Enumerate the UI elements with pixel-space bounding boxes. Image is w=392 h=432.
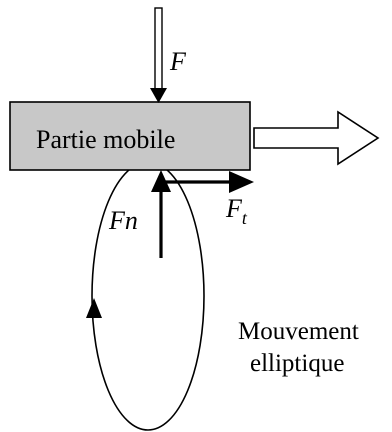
force-Ft-label: Ft [225, 194, 248, 228]
force-Ft-arrowhead [229, 171, 254, 193]
block-label: Partie mobile [36, 125, 175, 154]
mobile-block [9, 101, 251, 171]
force-F-shaft [154, 7, 163, 93]
elliptical-path [91, 161, 205, 431]
force-Fn-label: Fn [108, 206, 138, 235]
ellipse-direction-arrowhead [86, 298, 102, 318]
force-Ft-label-subscript: t [242, 208, 248, 228]
force-Ft-label-main: F [225, 194, 243, 223]
force-F-arrowhead [150, 88, 167, 103]
motion-label-line2: elliptique [250, 350, 344, 377]
motion-label-line1: Mouvement [238, 318, 359, 345]
block-motion-arrow [253, 110, 380, 166]
force-F-label: F [169, 47, 187, 76]
